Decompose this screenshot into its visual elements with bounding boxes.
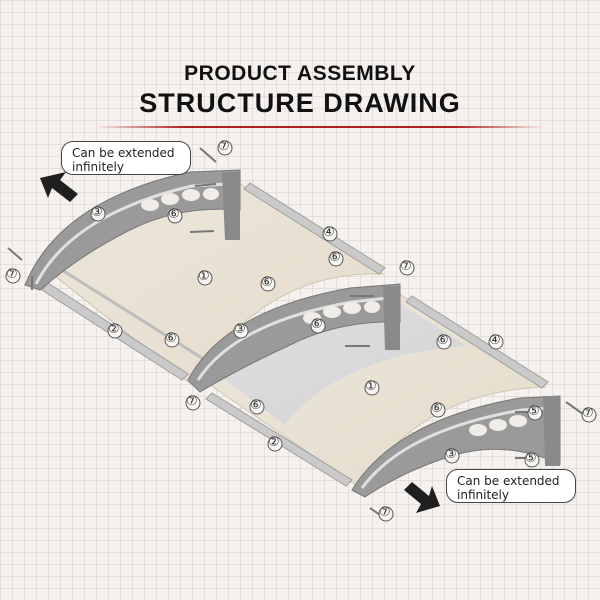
marker-circle	[581, 407, 597, 423]
rail-right-back	[405, 295, 549, 389]
marker-circle	[488, 334, 504, 350]
extend-arrow-left-icon	[40, 172, 78, 202]
marker-circle	[197, 270, 213, 286]
marker-circle	[399, 260, 415, 276]
bracket-arm-middle	[187, 283, 401, 393]
marker-circle	[310, 318, 326, 334]
title-divider	[95, 126, 545, 128]
marker-circle	[527, 405, 543, 421]
screws-left	[7, 147, 217, 290]
marker-circle	[167, 208, 183, 224]
marker-circle	[217, 140, 233, 156]
marker-circle	[430, 402, 446, 418]
marker-circle	[249, 399, 265, 415]
page-title-line2: STRUCTURE DRAWING	[139, 88, 461, 118]
callout-extend-right: Can be extended infinitely	[446, 469, 576, 503]
callout-extend-left: Can be extended infinitely	[61, 141, 191, 175]
extend-arrow-right-icon	[404, 482, 440, 513]
marker-circle	[436, 334, 452, 350]
page-title-line1: PRODUCT ASSEMBLY	[184, 62, 416, 85]
marker-circle	[107, 323, 123, 339]
marker-circle	[164, 332, 180, 348]
marker-circle	[524, 452, 540, 468]
marker-circle	[328, 251, 344, 267]
marker-circle	[260, 276, 276, 292]
rail-left-back	[243, 182, 386, 275]
marker-circle	[364, 380, 380, 396]
marker-circle	[90, 206, 106, 222]
edge-strip-left-front	[61, 268, 206, 362]
marker-circle	[378, 506, 394, 522]
marker-circle	[233, 323, 249, 339]
marker-circle	[185, 395, 201, 411]
marker-circle	[322, 226, 338, 242]
marker-circle	[267, 436, 283, 452]
bracket-arm-left	[24, 169, 241, 291]
bracket-arm-right	[351, 395, 561, 498]
marker-circle	[444, 448, 460, 464]
marker-circle	[5, 268, 21, 284]
